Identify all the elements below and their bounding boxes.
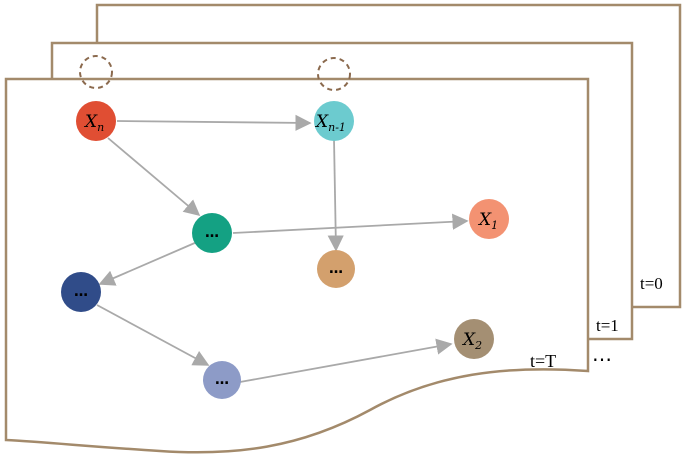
edge-navy-to-lavender — [96, 304, 210, 366]
node-lavender: … — [203, 361, 241, 399]
node-xn-1-label: Xn-1 — [314, 112, 346, 134]
edge-xn-to-mid — [107, 137, 201, 217]
edge-mid-to-x1 — [232, 213, 469, 234]
node-xn-1-circle — [314, 101, 354, 141]
self-loop-xn — [79, 55, 113, 89]
more-frames-ellipsis: ⋯ — [592, 349, 612, 371]
node-x2: X2 — [454, 319, 494, 359]
node-brown: … — [317, 250, 355, 288]
node-xn-1: Xn-1 — [314, 101, 354, 141]
node-navy-label: … — [74, 284, 88, 300]
node-x1-sub: 1 — [491, 219, 498, 232]
node-x2-base: X — [461, 330, 476, 350]
node-navy-circle — [61, 272, 101, 312]
node-xn-base: X — [83, 112, 98, 132]
node-brown-label: … — [329, 261, 343, 277]
node-xn-label: Xn — [83, 112, 104, 134]
edge-lavender-to-x2 — [239, 338, 453, 383]
node-xn-circle — [76, 101, 116, 141]
node-x2-circle — [454, 319, 494, 359]
edge-xn-1-to-brown — [327, 138, 344, 252]
node-mid: … — [192, 213, 232, 253]
node-lavender-label: … — [215, 372, 229, 388]
node-mid-circle — [192, 213, 232, 253]
node-x2-sub: 2 — [474, 339, 482, 352]
node-xn-1-base: X — [314, 112, 329, 132]
node-lavender-circle — [203, 361, 241, 399]
node-x1-label: X1 — [477, 210, 498, 232]
edge-mid-to-navy — [98, 241, 198, 286]
frame-tT-border — [4, 77, 590, 454]
node-brown-circle — [317, 250, 355, 288]
node-x2-label: X2 — [461, 330, 482, 352]
frame-t1-label: t=1 — [596, 316, 619, 335]
node-navy: … — [61, 272, 101, 312]
node-xn-1-sub: n-1 — [328, 121, 346, 134]
frame-t0-label: t=0 — [640, 274, 663, 293]
frame-tT-label: t=T — [530, 351, 556, 371]
node-x1-base: X — [477, 210, 492, 230]
node-xn-sub: n — [97, 121, 104, 134]
edge-xn-to-xn-1 — [116, 114, 312, 131]
node-mid-label: … — [205, 225, 219, 241]
edges — [96, 114, 469, 383]
node-xn: Xn — [76, 101, 116, 141]
node-x1-circle — [469, 199, 509, 239]
node-x1: X1 — [469, 199, 509, 239]
frame-tT: t=T — [4, 77, 590, 454]
self-loop-xn-1 — [317, 57, 351, 91]
